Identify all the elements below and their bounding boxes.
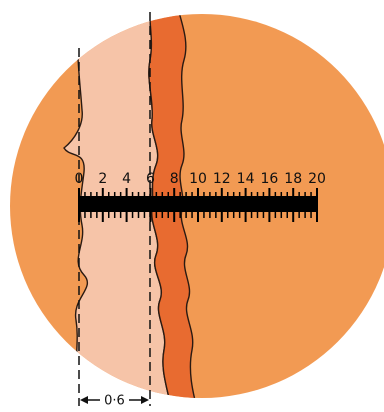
scale-label-2: 2: [98, 171, 107, 187]
scale-label-18: 18: [284, 171, 302, 187]
scale-label-10: 10: [189, 171, 207, 187]
arrowhead-right: [141, 396, 149, 404]
scale-label-6: 6: [146, 171, 155, 187]
scale-label-4: 4: [122, 171, 131, 187]
scale-label-0: 0: [75, 171, 84, 187]
scale-label-12: 12: [213, 171, 231, 187]
measurement-label: 0·6: [104, 394, 125, 409]
scale-ticks: [79, 188, 317, 222]
scale-label-20: 20: [308, 171, 326, 187]
width-measurement: 0·6: [80, 394, 149, 409]
scale-label-14: 14: [237, 171, 255, 187]
scale-label-16: 16: [260, 171, 278, 187]
scale-label-8: 8: [170, 171, 179, 187]
arrowhead-left: [80, 396, 88, 404]
